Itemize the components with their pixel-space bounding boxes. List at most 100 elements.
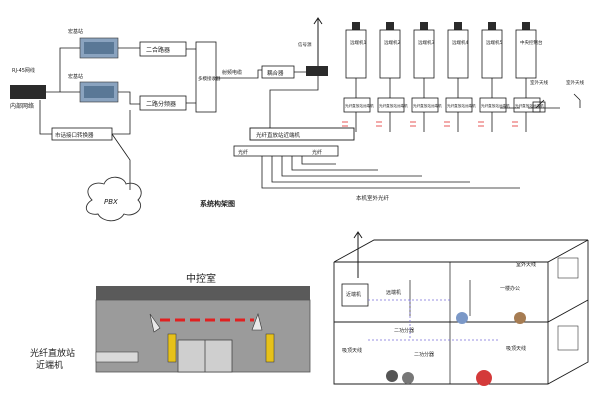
remote-unit-antenna-icon (488, 22, 496, 30)
remote-unit-label: 远端机1 (350, 39, 366, 46)
top-right-label: 室外天线 (516, 261, 536, 268)
splitter-1-label: 二合路器 (146, 46, 170, 54)
remote-unit-antenna-icon (454, 22, 462, 30)
pbx-label: PBX (104, 198, 118, 206)
building-cabling (368, 299, 500, 341)
building-roof (96, 286, 310, 300)
control-room-title: 中控室 (186, 272, 216, 285)
upper-left-label: 远端机 (386, 289, 401, 296)
remote-unit-row: 远端机1光纤直放站远端机远端机2光纤直放站远端机远端机3光纤直放站远端机远端机4… (342, 22, 544, 132)
fiber-module-box (249, 127, 355, 141)
optical-module-label: 光纤直放站远端机 (481, 103, 510, 108)
control-room: 中控室 光纤直放站 近端机 (30, 272, 311, 373)
room-fiber-label: 本机室外光纤 (356, 194, 390, 202)
network-switch-label: 内部网络 (10, 102, 34, 110)
upper-center-label: 二功分器 (394, 327, 414, 334)
wires-trunk (39, 100, 131, 190)
optical-module-label: 光纤直放站远端机 (379, 103, 408, 108)
optical-module-label: 光纤直放站远端机 (413, 103, 442, 108)
coupler-label: 耦合器 (267, 69, 284, 77)
system-architecture: 内部网络 RJ-45网线 宏基站 宏基站 二合路器 二路分频器 多模接收器 市话… (10, 17, 584, 222)
remote-unit-label: 远端机2 (384, 39, 400, 46)
optical-module-label: 光纤直放站远端机 (447, 103, 476, 108)
source-box (306, 66, 328, 76)
window-upper (557, 257, 579, 279)
optical-module-box (445, 97, 473, 113)
trunk-label: 市话接口转换器 (55, 131, 94, 139)
mid-right-label: 吸顶天线 (506, 345, 526, 352)
remote-unit-box (379, 29, 401, 79)
fiber-label-2: 光纤 (312, 149, 322, 156)
device-label-2: 近端机 (36, 359, 63, 371)
optical-module-label: 光纤直放站远端机 (515, 103, 544, 108)
optical-module-box (343, 97, 371, 113)
splitter-2-label: 二路分频器 (146, 100, 176, 108)
cable-label: 射频电缆 (222, 69, 242, 76)
base-unit-2 (79, 81, 119, 103)
source-label: 信号源 (298, 41, 312, 48)
mid-center-label: 二功分器 (414, 351, 434, 358)
optical-module-box (513, 97, 541, 113)
remote-unit-label: 远端机4 (452, 39, 468, 46)
fiber-bundle (261, 156, 520, 189)
fiber-connector-mark (512, 121, 518, 127)
person-1 (456, 312, 468, 324)
optical-module-box (411, 97, 439, 113)
lamp-right (251, 312, 263, 331)
person-2 (514, 312, 526, 324)
base-unit-label-1: 宏基站 (68, 28, 83, 35)
remote-unit-box (481, 29, 503, 79)
repeater-room-box (341, 283, 369, 307)
cabinet-right (265, 333, 275, 363)
lamp-left (149, 313, 161, 333)
fiber-connector-mark (478, 121, 484, 127)
remote-unit-antenna-icon (386, 22, 394, 30)
cabinet-left (167, 333, 177, 363)
network-switch (10, 85, 46, 99)
optical-module-box (377, 97, 405, 113)
building-frame (333, 239, 589, 385)
fiber-connector-mark (444, 121, 450, 127)
fiber-connector-mark (376, 121, 382, 127)
optical-module-box (479, 97, 507, 113)
system-caption: 系统构架图 (200, 199, 235, 208)
base-unit-label-2: 宏基站 (68, 73, 83, 80)
end-box (532, 101, 546, 113)
mux-label: 多模接收器 (198, 75, 221, 82)
rack-device (95, 351, 139, 363)
wires-top-left (46, 47, 262, 105)
remote-unit-label: 远端机5 (486, 39, 502, 46)
remote-unit-label: 中央控制台 (520, 39, 543, 46)
remote-unit-5: 远端机5 光纤直放站远端机 (478, 22, 510, 132)
mid-left-label: 吸顶天线 (342, 347, 362, 354)
outdoor-antenna-label-1: 室外天线 (530, 79, 548, 86)
remote-unit-2: 远端机2 光纤直放站远端机 (376, 22, 408, 132)
mux-box (195, 41, 217, 113)
window-lower (557, 325, 579, 351)
outdoor-antenna-label-2: 室外天线 (566, 79, 584, 86)
rj45-label: RJ-45网线 (12, 67, 35, 74)
remote-unit-box (345, 29, 367, 79)
roof-antenna (353, 231, 363, 278)
remote-unit-antenna-icon (352, 22, 360, 30)
wire-coupler-source (269, 71, 319, 128)
remote-unit-1: 远端机1 光纤直放站远端机 (342, 22, 374, 132)
device-label-1: 光纤直放站 (30, 347, 75, 359)
building-cutaway: 近端机 远端机 二功分器 一楼办公 吸顶天线 二功分器 吸顶天线 室外天线 (333, 231, 589, 386)
remote-unit-4: 远端机4 光纤直放站远端机 (444, 22, 476, 132)
office-label: 一楼办公 (500, 285, 520, 292)
source-antenna (313, 17, 323, 66)
remote-unit-antenna-icon (522, 22, 530, 30)
person-5 (476, 370, 492, 386)
remote-unit-box (515, 29, 537, 79)
base-unit-1 (79, 37, 119, 59)
repeater-room-label: 近端机 (346, 291, 361, 298)
remote-unit-box (413, 29, 435, 79)
person-4 (402, 372, 414, 384)
optical-module-label: 光纤直放站远端机 (345, 103, 374, 108)
outdoor-antenna-lines (500, 93, 581, 109)
fiber-connector-mark (342, 121, 348, 127)
